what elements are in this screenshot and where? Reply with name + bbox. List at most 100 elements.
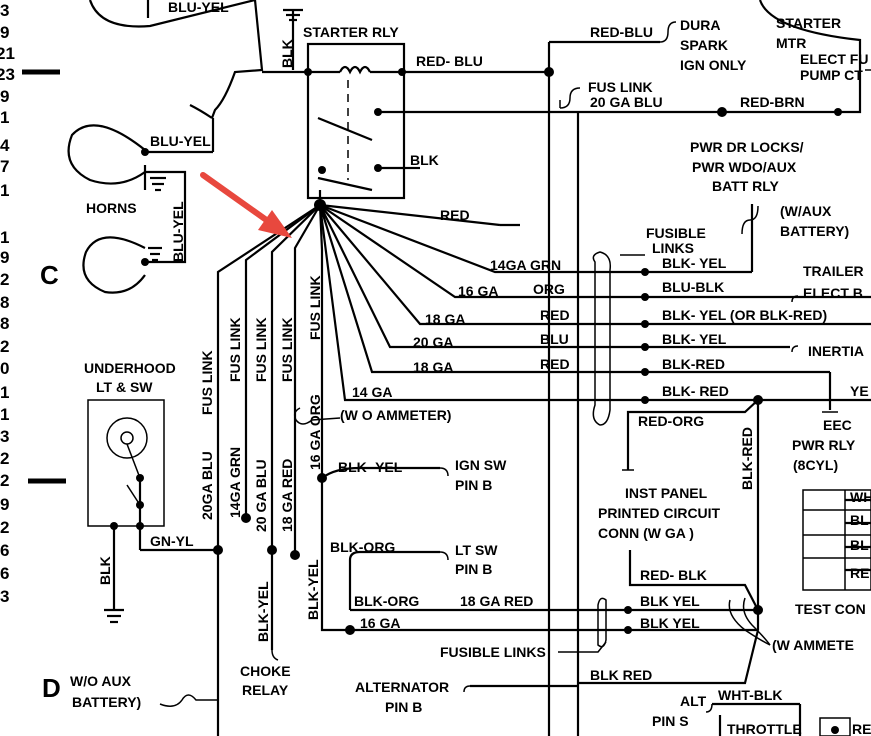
vertical-fus-links: FUS LINK 20GA BLU FUS LINK 14GA GRN FUS … [199, 275, 323, 736]
label-trailer-1: TRAILER [803, 263, 864, 279]
label-w-o-aux-2: BATTERY) [72, 694, 141, 710]
edge-number: 2 [0, 449, 9, 468]
label-elect-fu: ELECT FU [800, 51, 868, 67]
horn-lower: BLU-YEL [82, 201, 186, 294]
label-eec-box-3: BL [850, 537, 869, 553]
edge-number: 0 [0, 359, 9, 378]
edge-number: 3 [0, 587, 9, 606]
label-fus-link-v4: FUS LINK [279, 317, 295, 382]
edge-number: 1 [0, 228, 9, 247]
fus-link-run: FUS LINK 20 GA BLU RED-BRN [559, 79, 838, 736]
label-pwr-dr-3: BATT RLY [712, 178, 780, 194]
label-trailer-2: ELECT B [803, 285, 863, 301]
label-throttle: THROTTLE [727, 721, 802, 736]
label-blk-top: BLK [279, 39, 295, 68]
edge-number: 1 [0, 181, 9, 200]
label-eec-1: EEC [823, 417, 852, 433]
label-underhood-1: UNDERHOOD [84, 360, 176, 376]
blk-red-vertical: BLK-RED RED-ORG INST PANEL PRINTED CIRCU… [598, 399, 763, 615]
label-gn-yl: GN-YL [150, 533, 194, 549]
label-18ga-red-c: 18 GA RED [460, 593, 533, 609]
label-fus-link-v5: FUS LINK [307, 275, 323, 340]
label-20ga-blu: 20 GA BLU [590, 94, 663, 110]
label-ign-sw-1: IGN SW [455, 457, 507, 473]
label-inst-panel-3: CONN (W GA ) [598, 525, 694, 541]
label-yel: YE [850, 383, 869, 399]
label-choke-1: CHOKE [240, 663, 291, 679]
label-red-blu-2: RED-BLU [590, 24, 653, 40]
edge-number: 4 [0, 136, 10, 155]
label-mtr: MTR [776, 35, 806, 51]
label-blk-red-v: BLK-RED [739, 427, 755, 490]
underhood-light: UNDERHOOD LT & SW GN-YL BLK [84, 360, 223, 624]
label-links-1: LINKS [652, 240, 694, 256]
horn-upper: BLU-YEL HORNS [67, 118, 215, 264]
label-blk-yel-3: BLK YEL [640, 593, 700, 609]
edge-number: 1 [0, 405, 9, 424]
label-blu-b: BLU [540, 331, 569, 347]
label-16ga-org-v: 16 GA ORG [307, 394, 323, 470]
label-blk-yel-ign: BLK- YEL [338, 459, 403, 475]
label-blk-org-1: BLK-ORG [330, 539, 395, 555]
label-fus-link: FUS LINK [588, 79, 653, 95]
label-starter-rly: STARTER RLY [303, 24, 399, 40]
label-red-b: RED [540, 356, 570, 372]
label-red-blk: RED- BLK [640, 567, 707, 583]
label-fusible-links-3: FUSIBLE LINKS [440, 644, 546, 660]
edge-number: 9 [0, 495, 9, 514]
w-o-ammeter: (W O AMMETER) [293, 407, 451, 425]
label-re-corner: RE [852, 721, 871, 736]
label-red-blu-1: RED- BLU [416, 53, 483, 69]
edge-number: 7 [0, 157, 9, 176]
edge-number: 6 [0, 564, 9, 583]
label-alt-1: ALT [680, 693, 707, 709]
label-inst-panel-1: INST PANEL [625, 485, 708, 501]
label-blk-yel-v1: BLK-YEL [305, 559, 321, 620]
edge-number: 2 [0, 471, 9, 490]
label-w-ammeter: (W AMMETE [772, 637, 854, 653]
label-fusible-1: FUSIBLE [646, 225, 706, 241]
label-14ga-grn-v: 14GA GRN [227, 447, 243, 518]
edge-number: 8 [0, 293, 9, 312]
label-alt-2: PIN S [652, 713, 689, 729]
label-blk-yel-4: BLK YEL [640, 615, 700, 631]
edge-number: 9 [0, 23, 9, 42]
edge-number: 2 [0, 518, 9, 537]
edge-number: 3 [0, 1, 9, 20]
label-w-aux-1: (W/AUX [780, 203, 832, 219]
label-18ga-red-v: 18 GA RED [279, 459, 295, 532]
section-letter-d: D [42, 673, 61, 703]
label-blk-red-3: BLK RED [590, 667, 652, 683]
label-16ga-c: 16 GA [360, 615, 400, 631]
label-blu-yel-top: BLU-YEL [168, 0, 229, 15]
edge-number: 1 [0, 108, 9, 127]
label-test-con: TEST CON [795, 601, 866, 617]
label-20ga-blu-v2: 20 GA BLU [253, 459, 269, 532]
right-runs: 14GA GRN 16 GA ORG 18 GA RED 20 GA BLU 1… [352, 225, 871, 426]
edge-number: 6 [0, 541, 9, 560]
eec-pwr-rly: EEC PWR RLY (8CYL) WH BL BL RE TEST CON [792, 411, 871, 617]
label-w-o-ammeter: (W O AMMETER) [340, 407, 451, 423]
section-letter-c: C [40, 260, 59, 290]
label-blk-red-1: BLK-RED [662, 356, 725, 372]
label-w-aux-2: BATTERY) [780, 223, 849, 239]
label-alternator-1: ALTERNATOR [355, 679, 449, 695]
label-eec-2: PWR RLY [792, 437, 856, 453]
horn-top: BLU-YEL [88, 0, 264, 119]
label-wht-blk: WHT-BLK [718, 687, 783, 703]
label-spark: SPARK [680, 37, 728, 53]
label-red-org: RED-ORG [638, 413, 704, 429]
label-dura: DURA [680, 17, 720, 33]
label-blk-yel-2: BLK- YEL [662, 331, 727, 347]
label-inertia: INERTIA [808, 343, 864, 359]
label-horns: HORNS [86, 200, 137, 216]
label-eec-box-4: RE [850, 565, 869, 581]
edge-number: 23 [0, 65, 15, 84]
starter-motor-area: STARTER MTR ELECT FU PUMP CT [758, 0, 871, 116]
label-alternator-2: PIN B [385, 699, 422, 715]
edge-number: 2 [0, 270, 9, 289]
label-blk-yel-v2: BLK-YEL [255, 581, 271, 642]
label-pwr-dr-2: PWR WDO/AUX [692, 159, 797, 175]
label-18ga-red-b: 18 GA [413, 359, 453, 375]
